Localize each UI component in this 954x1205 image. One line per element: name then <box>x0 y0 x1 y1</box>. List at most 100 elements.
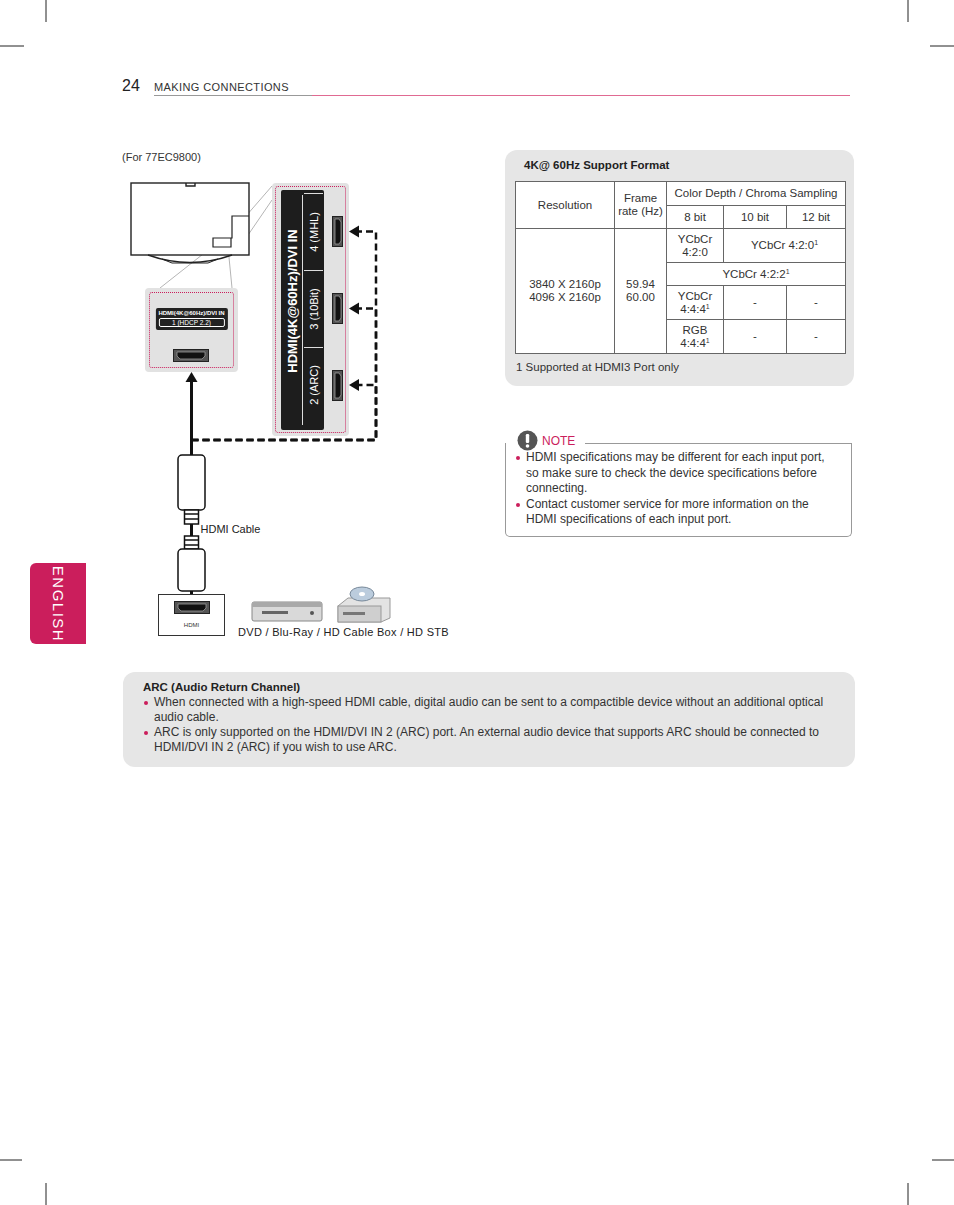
bullet-text: Contact customer service for more inform… <box>526 497 837 528</box>
arrowhead <box>186 372 198 382</box>
bullet-dot <box>144 701 148 705</box>
note-frame: HDMI specifications may be different for… <box>505 443 852 537</box>
hdmi-port-icon <box>173 349 209 362</box>
column <box>724 182 787 354</box>
table-cell: - <box>724 286 787 320</box>
input-panel: HDMI(4K@60Hz)/DVI IN 1 (HDCP 2.2) <box>145 288 238 372</box>
table-text: - <box>814 296 818 308</box>
table-text: 4096 X 2160p <box>518 291 612 304</box>
port-number: 1 (HDCP 2.2) <box>158 318 224 327</box>
table-cell: 12 bit <box>787 206 846 229</box>
table-text: Frame rate (Hz) <box>618 192 663 217</box>
table-body: Resolution Frame rate (Hz) Color Depth / C… <box>516 182 846 354</box>
bullet-text: When connected with a high-speed HDMI ca… <box>154 695 835 725</box>
table-text: 59.94 <box>617 278 664 291</box>
arrowhead <box>349 226 359 238</box>
panel-heading: 4K@ 60Hz Support Format <box>524 159 845 171</box>
hdmi-port-icon <box>332 370 343 401</box>
footnote-mark: 1 <box>706 303 710 310</box>
bullet-item: When connected with a high-speed HDMI ca… <box>154 695 835 725</box>
format-table: Resolution Frame rate (Hz) Color Depth / C… <box>515 181 846 354</box>
port-icon-holder <box>332 293 343 324</box>
strip-divider <box>302 195 303 425</box>
table-cell: - <box>787 320 846 354</box>
segment-divider <box>304 193 323 194</box>
table-text: YCbCr 4:2:2 <box>722 268 785 280</box>
table-text: 3840 X 2160p <box>518 278 612 291</box>
table-text: YCbCr 4:2:0 <box>751 239 814 251</box>
footnote: 1 Supported at HDMI3 Port only <box>516 361 845 373</box>
note-icon <box>517 430 538 451</box>
language-tab: ENGLISH <box>30 563 86 644</box>
port-icon-holder <box>174 601 210 614</box>
table-cell: 59.9460.00 <box>615 229 667 354</box>
table-cell: Frame rate (Hz) <box>615 182 667 229</box>
port-icon-holder <box>332 370 343 401</box>
port-icon-holder <box>332 216 343 247</box>
table-text: 12 bit <box>802 211 830 223</box>
table-text: Color Depth / Chroma Sampling <box>675 187 838 199</box>
footnote-mark: 1 <box>706 337 710 344</box>
tv-illustration <box>131 183 249 263</box>
note-heading: NOTE <box>542 434 575 448</box>
port-logo: HDMI(4K@60Hz)/DVI IN <box>158 310 224 316</box>
hdmi-port-icon <box>174 601 210 614</box>
table-text: 10 bit <box>741 211 769 223</box>
port-logo: HDMI(4K@60Hz)/DVI IN <box>285 229 300 372</box>
port-label-plate: HDMI(4K@60Hz)/DVI IN 1 (HDCP 2.2) <box>155 308 227 330</box>
device-box: HDMI <box>158 594 225 636</box>
table-cell: Color Depth / Chroma Sampling <box>667 182 846 206</box>
bullet-dot <box>144 731 148 735</box>
segment-divider <box>304 347 323 348</box>
table-text: - <box>814 330 818 342</box>
tab-text: ENGLISH <box>50 565 67 641</box>
hdmi-port: 2 (ARC) <box>302 347 349 423</box>
port-number: 4 (MHL) <box>308 212 320 252</box>
table-text: YCbCr 4:2:0 <box>678 233 713 258</box>
table-text: - <box>753 330 757 342</box>
hdmi-plug <box>178 536 205 591</box>
model-note: (For 77EC9800) <box>122 151 201 163</box>
header-rule <box>154 95 850 96</box>
bullet-dot <box>516 503 520 507</box>
table-cell: 10 bit <box>724 206 787 229</box>
format-panel: 4K@ 60Hz Support FormatResolution Frame r… <box>505 150 854 386</box>
bullet-text: ARC is only supported on the HDMI/DVI IN… <box>154 725 835 755</box>
note-rule <box>585 443 852 444</box>
table-text: YCbCr 4:4:4 <box>678 290 713 315</box>
page-number: 24 <box>122 77 140 95</box>
table-text: RGB 4:4:4 <box>680 324 707 349</box>
table-cell: 8 bit <box>667 206 724 229</box>
hdmi-plug <box>178 455 205 524</box>
column <box>787 182 846 354</box>
table-row: RGB 4:4:41 - - <box>516 320 846 354</box>
hdmi-port: 3 (10Bit) <box>302 270 349 347</box>
table-cell: 3840 X 2160p4096 X 2160p <box>516 229 615 354</box>
cable-label: HDMI Cable <box>201 523 261 535</box>
note-box: NOTE HDMI specifications may be different… <box>505 430 852 537</box>
port-number: 2 (ARC) <box>308 365 320 405</box>
footnote-mark: 1 <box>786 268 790 275</box>
device-caption: DVD / Blu-Ray / HD Cable Box / HD STB <box>238 626 449 638</box>
table-cell: YCbCr 4:2:01 <box>724 229 846 263</box>
exclamation-icon <box>517 430 538 451</box>
table-cell: YCbCr 4:2:0 <box>667 229 724 263</box>
table-cell: - <box>787 286 846 320</box>
input-panel: HDMI(4K@60Hz)/DVI IN 2 (ARC) 3 (10Bit) 4 (M… <box>272 183 349 436</box>
table-cell: YCbCr 4:4:41 <box>667 286 724 320</box>
hdmi-port-icon <box>332 293 343 324</box>
table-cell: - <box>724 320 787 354</box>
table-text: 8 bit <box>684 211 706 223</box>
table-text: Resolution <box>538 199 592 211</box>
hdmi-port-icon <box>332 216 343 247</box>
arrowhead <box>349 303 359 315</box>
bullet-item: HDMI specifications may be different for… <box>526 450 837 497</box>
panel-heading: ARC (Audio Return Channel) <box>143 681 835 693</box>
segment-divider <box>304 270 323 271</box>
hdmi-port: 4 (MHL) <box>302 193 349 270</box>
bullet-item: Contact customer service for more inform… <box>526 497 837 528</box>
port-number: 3 (10Bit) <box>308 288 320 330</box>
bullet-text: HDMI specifications may be different for… <box>526 450 837 497</box>
